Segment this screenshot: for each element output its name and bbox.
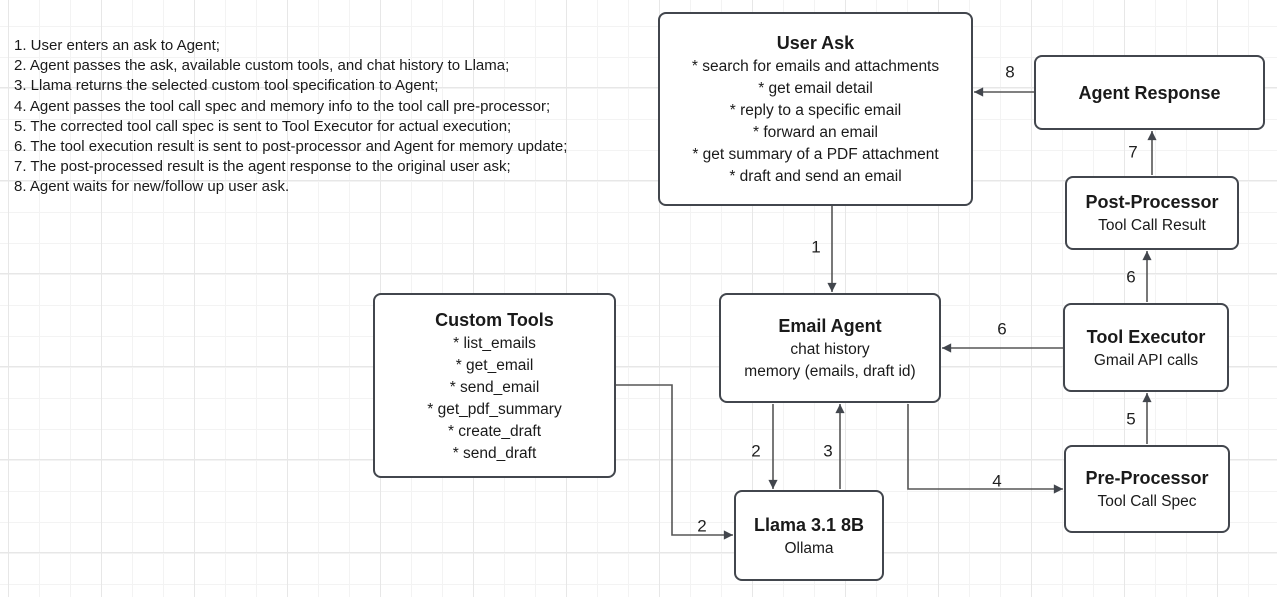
edge-label-3: 3 <box>823 441 833 461</box>
step-3: 3. Llama returns the selected custom too… <box>14 77 439 95</box>
email-agent-item: memory (emails, draft id) <box>744 363 916 380</box>
edge-customtools-to-llama[interactable] <box>616 384 733 540</box>
edge-label-5: 5 <box>1126 409 1136 429</box>
pre-processor-title: Pre-Processor <box>1085 468 1209 488</box>
agent-response-title: Agent Response <box>1078 82 1221 103</box>
step-1: 1. User enters an ask to Agent; <box>14 37 220 54</box>
tool-executor-subtitle: Gmail API calls <box>1093 351 1199 369</box>
llama-title: Llama 3.1 8B <box>753 514 865 535</box>
edge-label-1: 1 <box>811 237 821 257</box>
edge-label-2b: 2 <box>697 516 707 536</box>
custom-tools-item: * create_draft <box>447 422 542 440</box>
step-8: 8. Agent waits for new/follow up user as… <box>14 178 290 196</box>
tool-executor-title: Tool Executor <box>1086 326 1206 347</box>
custom-tools-item: * send_draft <box>452 444 537 462</box>
step-2: 2. Agent passes the ask, available custo… <box>14 57 510 75</box>
user-ask-item: * forward an email <box>753 124 878 141</box>
custom-tools-item: * send_email <box>449 378 540 396</box>
user-ask-node[interactable]: User Ask * search for emails and attachm… <box>658 12 973 206</box>
edge-label-7: 7 <box>1128 142 1138 162</box>
step-6: 6. The tool execution result is sent to … <box>14 138 568 156</box>
custom-tools-title: Custom Tools <box>435 309 554 330</box>
custom-tools-item: * get_email <box>455 356 534 374</box>
post-processor-title: Post-Processor <box>1085 192 1219 212</box>
user-ask-title: User Ask <box>776 33 855 53</box>
user-ask-item: * get summary of a PDF attachment <box>692 146 939 163</box>
pre-processor-subtitle: Tool Call Spec <box>1097 493 1197 510</box>
step-4: 4. Agent passes the tool call spec and m… <box>14 97 551 115</box>
llama-subtitle: Ollama <box>784 539 834 557</box>
user-ask-item: * get email detail <box>758 80 873 97</box>
edge-label-6a: 6 <box>1126 267 1136 287</box>
llama-node[interactable]: Llama 3.1 8B Ollama <box>734 490 884 581</box>
edge-label-4: 4 <box>992 471 1002 491</box>
email-agent-item: chat history <box>790 341 870 358</box>
pre-processor-node[interactable]: Pre-Processor Tool Call Spec <box>1064 445 1230 533</box>
post-processor-node[interactable]: Post-Processor Tool Call Result <box>1065 176 1239 250</box>
user-ask-item: * draft and send an email <box>729 168 902 185</box>
email-agent-node[interactable]: Email Agent chat history memory (emails,… <box>719 293 941 403</box>
user-ask-item: * reply to a specific email <box>729 102 902 119</box>
user-ask-item: * search for emails and attachments <box>691 58 940 75</box>
edge-label-2a: 2 <box>751 441 761 461</box>
custom-tools-item: * get_pdf_summary <box>427 400 562 418</box>
tool-executor-node[interactable]: Tool Executor Gmail API calls <box>1063 303 1229 392</box>
edge-emailagent-to-preprocessor[interactable] <box>907 404 1063 494</box>
step-5: 5. The corrected tool call spec is sent … <box>14 117 512 135</box>
edge-label-6b: 6 <box>997 319 1007 339</box>
edge-label-8: 8 <box>1005 62 1015 82</box>
step-7: 7. The post-processed result is the agen… <box>14 158 511 176</box>
email-agent-title: Email Agent <box>778 316 882 336</box>
custom-tools-node[interactable]: Custom Tools * list_emails * get_email *… <box>373 293 616 478</box>
custom-tools-item: * list_emails <box>453 334 536 352</box>
step-legend: 1. User enters an ask to Agent; 2. Agent… <box>14 36 659 198</box>
post-processor-subtitle: Tool Call Result <box>1098 217 1206 234</box>
agent-response-node[interactable]: Agent Response <box>1034 55 1265 130</box>
